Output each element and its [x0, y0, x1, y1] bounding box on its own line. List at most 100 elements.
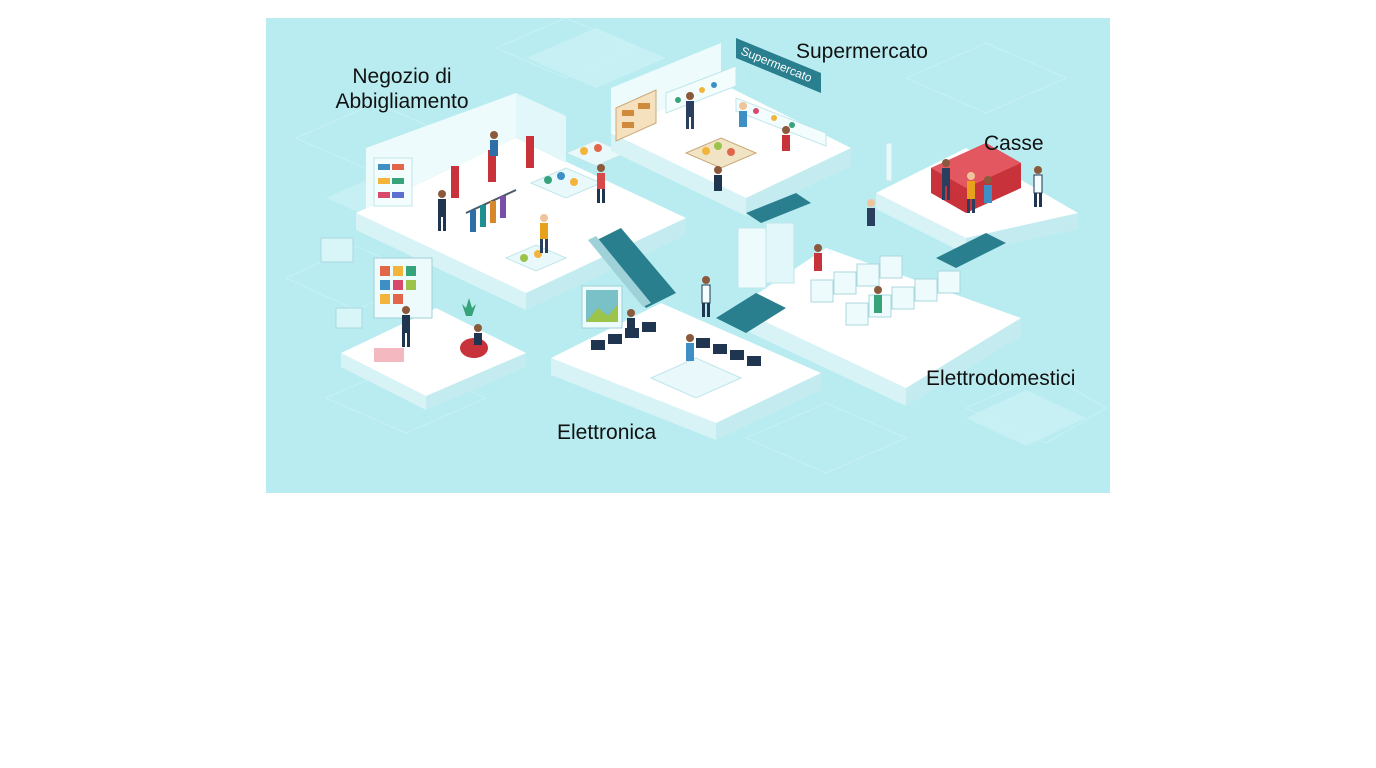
- produce: [714, 142, 722, 150]
- platform-side: [526, 218, 686, 310]
- produce-shelf: [615, 89, 657, 142]
- platform-top: [611, 83, 851, 198]
- washing-machine: [845, 302, 869, 326]
- label-appliances: Elettrodomestici: [926, 367, 1076, 390]
- product: [520, 254, 528, 262]
- platform-side: [426, 353, 526, 410]
- refrigerator: [737, 227, 767, 289]
- person: [438, 190, 446, 231]
- person: [627, 309, 635, 336]
- person: [402, 306, 410, 347]
- produce-stand: [684, 137, 758, 169]
- person: [686, 92, 694, 129]
- wall-poster: [335, 307, 363, 329]
- person: [597, 164, 605, 203]
- person: [714, 166, 722, 191]
- product: [753, 108, 759, 114]
- stairs: [936, 233, 1006, 268]
- label-checkout: Casse: [984, 132, 1044, 155]
- washing-machine: [833, 271, 857, 295]
- hanging-clothes: [500, 196, 506, 218]
- store-map-illustration: Negozio di Abbigliamento Supermercato Ca…: [266, 18, 1110, 493]
- person: [814, 244, 822, 271]
- person: [739, 102, 747, 127]
- platform-top: [736, 248, 1021, 388]
- person: [540, 214, 548, 253]
- display-table: [504, 244, 568, 272]
- produce: [702, 147, 710, 155]
- platform-side: [551, 358, 716, 440]
- washing-machine: [879, 255, 903, 279]
- hanging-clothes: [480, 205, 486, 227]
- escalator: [591, 228, 676, 308]
- label-supermarket: Supermercato: [796, 40, 928, 63]
- person: [867, 199, 875, 226]
- refrigerator: [765, 222, 795, 284]
- platform-side: [876, 193, 966, 254]
- washing-machine: [914, 278, 938, 302]
- hanging-clothes: [490, 201, 496, 223]
- info-screen-tile: [406, 266, 416, 276]
- bread-crate: [622, 122, 634, 128]
- person: [686, 334, 694, 361]
- product: [594, 144, 602, 152]
- person: [701, 276, 711, 317]
- person: [782, 126, 790, 151]
- folded-clothes: [392, 164, 404, 170]
- tv: [608, 334, 622, 344]
- tv: [696, 338, 710, 348]
- product: [711, 82, 717, 88]
- tv: [591, 340, 605, 350]
- label-electronics: Elettronica: [557, 421, 657, 444]
- folded-clothes: [378, 164, 390, 170]
- escalator-rail: [588, 236, 651, 307]
- produce: [727, 148, 735, 156]
- person: [984, 176, 992, 203]
- wall: [516, 93, 566, 163]
- supermarket-sign-board: [736, 38, 821, 93]
- wall-poster: [320, 237, 354, 263]
- person: [490, 131, 498, 156]
- product: [570, 178, 578, 186]
- hanging-clothes: [470, 210, 476, 232]
- fitting-room-curtain: [526, 136, 534, 168]
- folded-clothes: [392, 192, 404, 198]
- display-counter: [649, 357, 743, 399]
- info-screen-tile: [380, 280, 390, 290]
- bread-crate: [638, 103, 650, 109]
- product: [699, 87, 705, 93]
- person: [874, 286, 882, 313]
- tv: [747, 356, 761, 366]
- person: [942, 159, 950, 200]
- supermarket-platform: [611, 38, 851, 216]
- plant: [462, 298, 476, 316]
- platform-side: [736, 308, 906, 406]
- product: [675, 97, 681, 103]
- label-clothing-store: Negozio di Abbigliamento: [322, 64, 482, 114]
- panel: [526, 28, 666, 88]
- stairs: [746, 193, 811, 223]
- info-screen-tile: [380, 294, 390, 304]
- washing-machine: [810, 279, 834, 303]
- platform-side: [611, 133, 746, 216]
- isometric-scene: [266, 18, 1110, 493]
- product: [580, 147, 588, 155]
- washing-machine: [937, 270, 961, 294]
- washing-machines: [810, 255, 961, 326]
- tv: [642, 322, 656, 332]
- bread-crate: [622, 110, 634, 116]
- info-screen-tile: [380, 266, 390, 276]
- checkout-platform: [876, 142, 1078, 254]
- folded-clothes: [392, 178, 404, 184]
- tv: [713, 344, 727, 354]
- folded-clothes: [378, 178, 390, 184]
- electronics-platform: [551, 228, 821, 440]
- platform-side: [356, 213, 526, 310]
- tv-landscape: [586, 304, 618, 322]
- security-gate: [885, 142, 893, 182]
- platform-side: [716, 373, 821, 440]
- tile: [904, 42, 1068, 114]
- platform-side: [341, 353, 426, 410]
- fitting-room-curtain: [488, 150, 496, 182]
- tv: [730, 350, 744, 360]
